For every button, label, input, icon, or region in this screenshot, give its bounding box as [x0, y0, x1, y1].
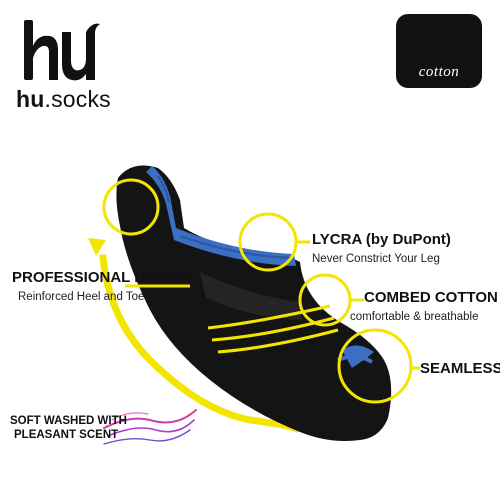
feature-seamless-title: SEAMLESS: [420, 360, 500, 377]
callout-leaders: [125, 240, 420, 370]
callout-heel-circle: [102, 178, 160, 236]
feature-professional-design: PROFESSIONAL DESIGN Reinforced Heel and …: [12, 270, 192, 303]
feature-combed-cotton: COMBED COTTON comfortable & breathable: [350, 289, 498, 323]
feature-washed-line2: PLEASANT SCENT: [14, 429, 119, 442]
brand-logo-mark: [24, 20, 100, 81]
feature-professional-title: PROFESSIONAL DESIGN: [12, 269, 192, 286]
cotton-badge: cotton: [396, 14, 482, 88]
callout-toe-circle: [337, 328, 413, 404]
dashed-arrow-left: [99, 254, 305, 435]
feature-soft-washed: SOFT WASHED WITH PLEASANT SCENT: [10, 414, 160, 443]
feature-washed-line1: SOFT WASHED WITH: [10, 415, 127, 427]
scent-swirl-icon: [103, 409, 197, 445]
feature-lycra-title: LYCRA (by DuPont): [312, 231, 451, 248]
feature-seamless: SEAMLESS: [420, 361, 500, 376]
brand-wordmark-rest: .socks: [44, 86, 111, 112]
feature-professional-subtitle: Reinforced Heel and Toe: [18, 291, 145, 303]
brand-wordmark-bold: hu: [16, 86, 45, 112]
arrow-head-up: [88, 238, 106, 256]
brand-wordmark: hu.socks: [16, 86, 111, 113]
feature-combed-subtitle: comfortable & breathable: [350, 311, 479, 323]
feature-combed-title: COMBED COTTON: [364, 289, 498, 306]
cotton-badge-label: cotton: [418, 64, 460, 80]
feature-lycra-subtitle: Never Constrict Your Leg: [312, 253, 440, 265]
feature-lycra: LYCRA (by DuPont) Never Constrict Your L…: [312, 232, 451, 265]
